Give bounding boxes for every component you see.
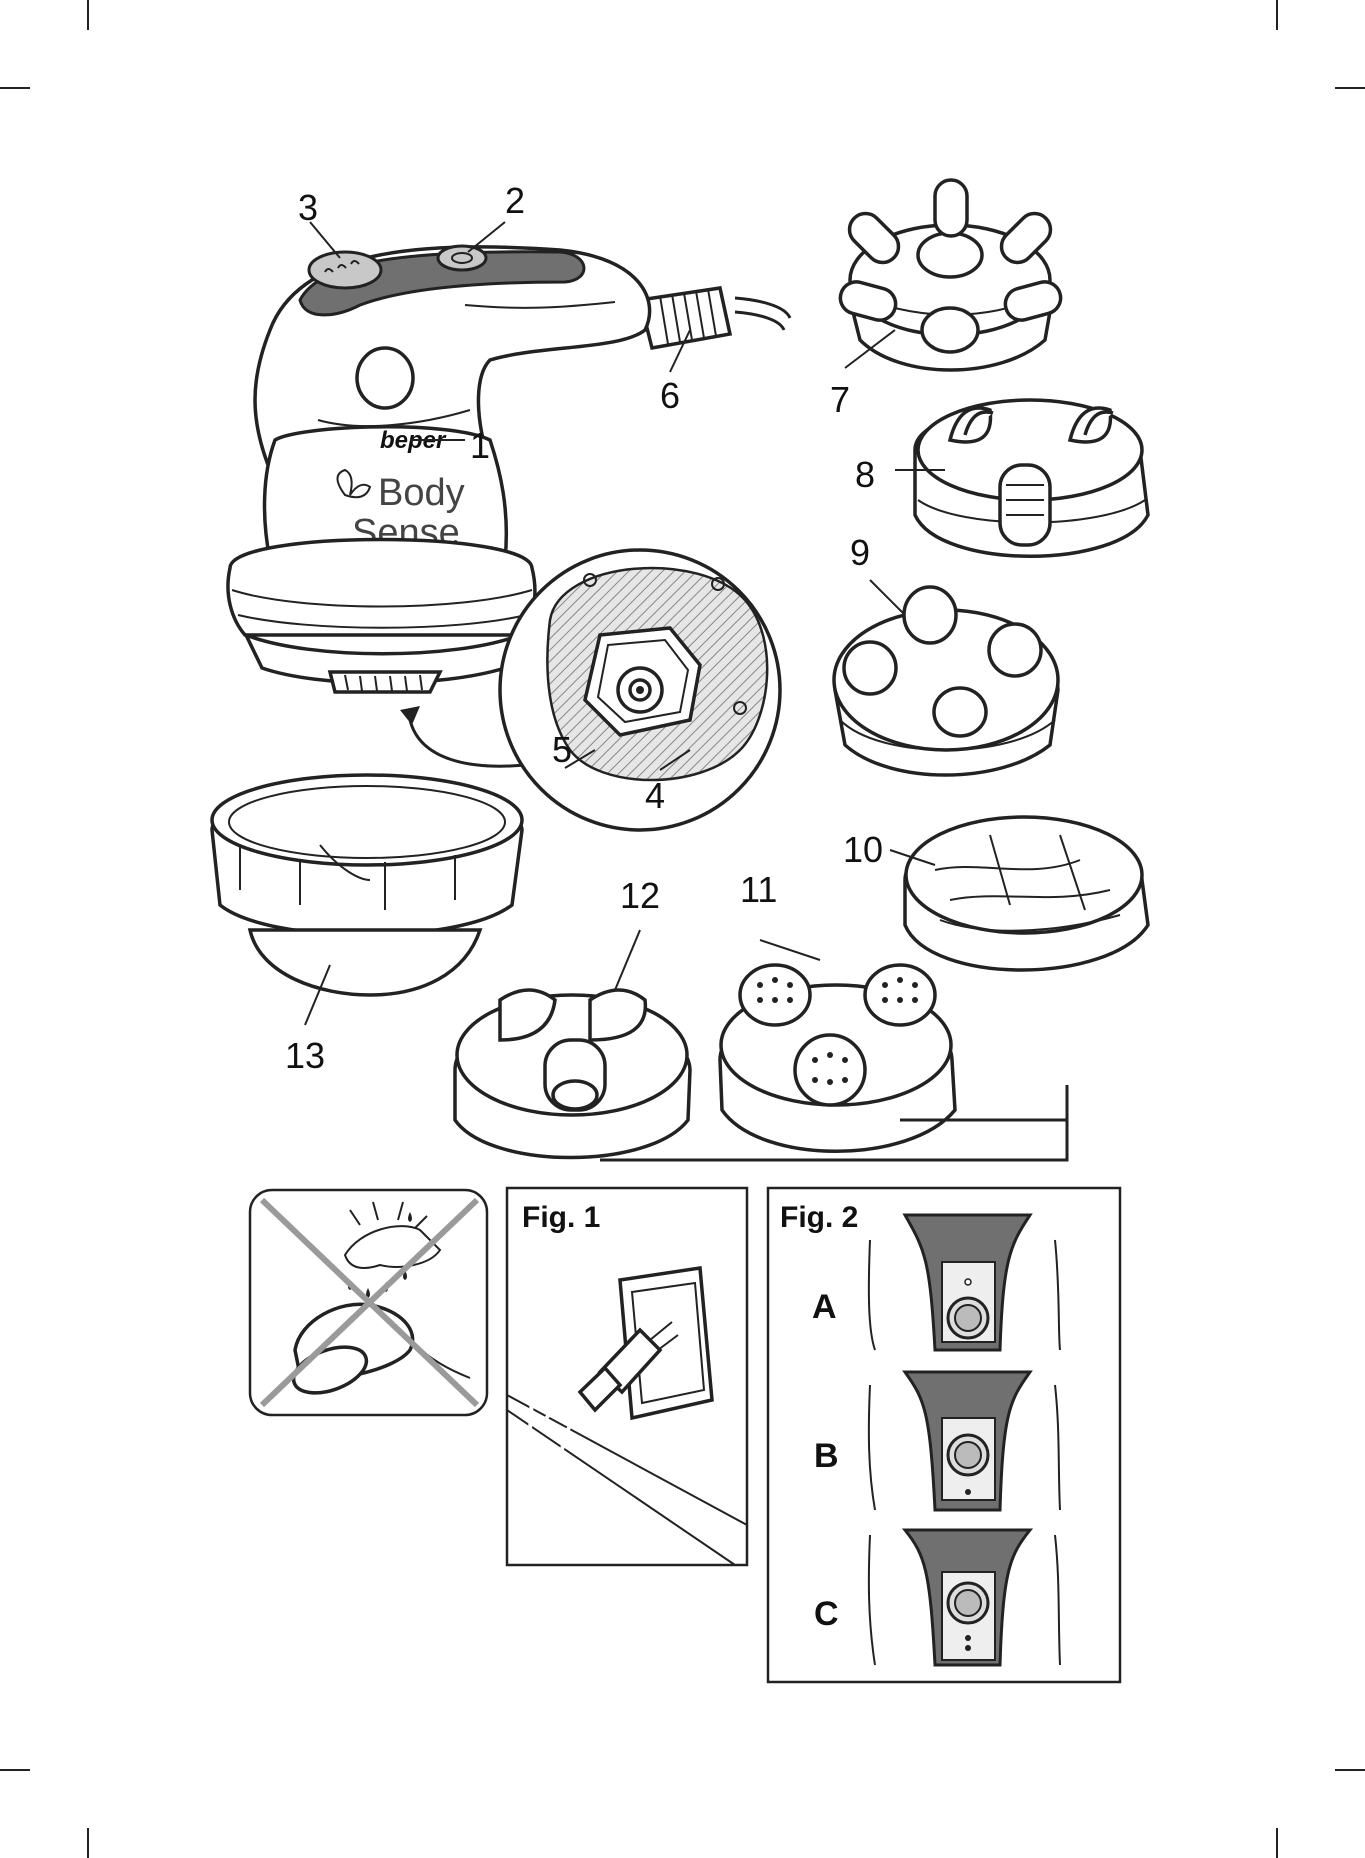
attachment-9-nodules: [834, 587, 1058, 775]
figure-1-title: Fig. 1: [522, 1201, 600, 1234]
attachment-13-fabric-cover: [212, 775, 522, 995]
power-button: [438, 246, 486, 270]
position-b-label: B: [814, 1437, 839, 1475]
callout-1: 1: [470, 425, 490, 466]
callout-12: 12: [620, 875, 660, 916]
product-name-line-1: Body: [378, 472, 465, 514]
callout-13: 13: [285, 1035, 325, 1076]
no-water-crossed-icon: [250, 1190, 487, 1415]
callout-4: 4: [645, 775, 665, 816]
callout-10: 10: [843, 829, 883, 870]
attachment-7-fingers: [837, 180, 1064, 370]
callout-6: 6: [660, 375, 680, 416]
position-a-label: A: [812, 1288, 837, 1326]
callout-7: 7: [830, 379, 850, 420]
callout-11: 11: [740, 869, 777, 910]
position-c-label: C: [814, 1595, 839, 1633]
attachment-10-sponge: [905, 817, 1148, 970]
attachment-8-ridges: [915, 400, 1148, 556]
callout-9: 9: [850, 532, 870, 573]
callout-5: 5: [552, 729, 572, 770]
speed-button: [309, 252, 381, 288]
drive-shaft-detail: [500, 550, 780, 830]
callout-8: 8: [855, 454, 875, 495]
attachment-11-spiked-rollers: [720, 965, 955, 1151]
figure-2-panel: Fig. 2 A B: [768, 1188, 1120, 1682]
callout-3: 3: [298, 187, 318, 228]
figure-2-title: Fig. 2: [780, 1201, 858, 1234]
attachment-12-smooth-rollers: [455, 990, 690, 1158]
figure-1-panel: Fig. 1: [507, 1188, 747, 1565]
callout-2: 2: [505, 180, 525, 221]
